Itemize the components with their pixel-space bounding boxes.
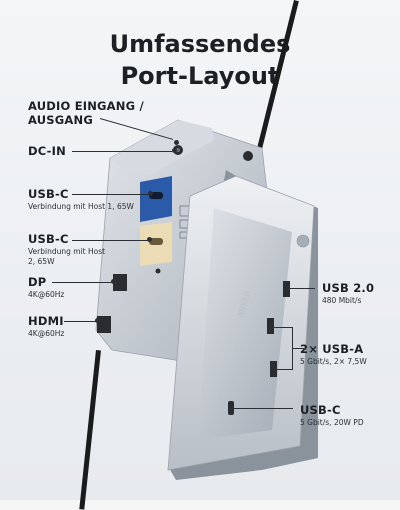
usb2-detail: 480 Mbit/s xyxy=(322,296,362,305)
usb-c-front-detail: 5 Gbit/s, 20W PD xyxy=(300,418,364,427)
usb-c-host1-pointer-line xyxy=(72,194,150,195)
usba2-pointer-line xyxy=(276,369,292,370)
usb-c-front-pointer-line xyxy=(233,408,293,409)
usb2-pointer-line xyxy=(289,288,315,289)
title-line-1: Umfassendes xyxy=(109,30,291,58)
page-title: Umfassendes Port-Layout xyxy=(0,28,400,92)
hdmi-pointer-dot xyxy=(95,318,100,323)
dc-in-pointer-line xyxy=(72,151,172,152)
usb2-pointer-dot xyxy=(285,286,290,291)
usb-c-front-label: USB-C xyxy=(300,403,341,417)
usb-c-host2-label: USB-C xyxy=(28,232,69,246)
hdmi-pointer-line xyxy=(64,321,96,322)
usb-c-front-pointer-dot xyxy=(229,406,234,411)
title-line-2: Port-Layout xyxy=(120,62,280,90)
usb-c-host2-detail: Verbindung mit Host 2, 65W xyxy=(28,247,106,266)
front-dock-body: ANKER xyxy=(167,170,318,480)
usb-a-detail: 5 Gbit/s, 2× 7,5W xyxy=(300,357,367,366)
audio-port-label: AUDIO EINGANG / AUSGANG xyxy=(28,99,144,127)
usb-a-label: 2× USB-A xyxy=(300,342,364,356)
dp-label: DP xyxy=(28,275,47,289)
dp-pointer-line xyxy=(52,282,112,283)
dc-in-label: DC-IN xyxy=(28,144,66,158)
audio-pointer-dot xyxy=(174,140,179,145)
usba1-pointer-dot xyxy=(268,325,273,330)
usba-join-line xyxy=(292,348,304,349)
usb-c-host1-label: USB-C xyxy=(28,187,69,201)
usb-c-host1-detail: Verbindung mit Host 1, 65W xyxy=(28,202,134,211)
usba2-pointer-dot xyxy=(272,367,277,372)
dc-in-pointer-dot xyxy=(172,148,177,153)
usb-c-host2-pointer-dot xyxy=(147,237,152,242)
usb-c-host2-pointer-line xyxy=(72,240,148,241)
dp-detail: 4K@60Hz xyxy=(28,290,65,299)
hdmi-detail: 4K@60Hz xyxy=(28,329,65,338)
usb2-label: USB 2.0 xyxy=(322,281,375,295)
usba1-pointer-line xyxy=(272,327,292,328)
dp-pointer-dot xyxy=(111,279,116,284)
usb-c-host1-pointer-dot xyxy=(148,191,153,196)
hdmi-label: HDMI xyxy=(28,314,64,328)
